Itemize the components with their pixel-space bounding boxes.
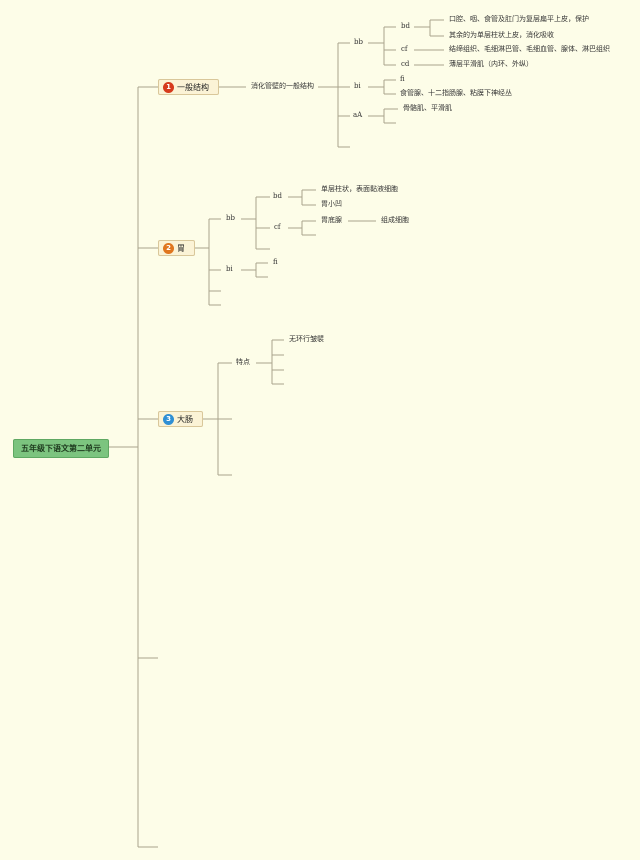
topic-cd-item[interactable]: 薄层平滑肌（内环、外纵） <box>449 60 533 68</box>
topic-bd[interactable]: bd <box>401 22 410 30</box>
topic-bi-item[interactable]: 食管腺、十二指肠腺、粘膜下神经丛 <box>400 89 512 97</box>
topic-component-cells[interactable]: 组成细胞 <box>381 216 409 224</box>
topic-fi[interactable]: fi <box>400 75 405 83</box>
topic-bd[interactable]: bd <box>273 192 282 200</box>
topic-fi[interactable]: fi <box>273 258 278 266</box>
topic-cf[interactable]: cf <box>401 45 408 53</box>
topic-features[interactable]: 特点 <box>236 358 250 366</box>
root-node[interactable]: 五年级下语文第二单元 <box>13 439 109 458</box>
branch-label: 胃 <box>177 243 185 253</box>
topic-bd-item-1[interactable]: 口腔、咽、食管及肛门为复层扁平上皮，保护 <box>449 15 589 23</box>
topic-cd[interactable]: cd <box>401 60 410 68</box>
branch-label: 一般结构 <box>177 82 209 92</box>
topic-cf-item[interactable]: 结缔组织、毛细淋巴管、毛细血管、腺体、淋巴组织 <box>449 45 610 53</box>
topic-wall-structure[interactable]: 消化管壁的一般结构 <box>251 82 314 90</box>
number-badge: 3 <box>163 413 174 425</box>
topic-bb[interactable]: bb <box>354 38 363 46</box>
topic-fundic-gland[interactable]: 胃底腺 <box>321 216 342 224</box>
number-badge: 1 <box>163 81 174 93</box>
topic-bb[interactable]: bb <box>226 214 235 222</box>
topic-cf[interactable]: cf <box>274 223 281 231</box>
branch-general-structure[interactable]: 1 一般结构 <box>158 79 219 95</box>
topic-bi[interactable]: bi <box>226 265 233 273</box>
topic-bi[interactable]: bi <box>354 82 361 90</box>
branch-stomach[interactable]: 2 胃 <box>158 240 195 256</box>
number-badge: 2 <box>163 242 174 254</box>
topic-bd-item-1[interactable]: 单层柱状，表面黏液细胞 <box>321 185 398 193</box>
branch-label: 大肠 <box>177 414 193 424</box>
topic-aA[interactable]: aA <box>353 111 363 119</box>
topic-bd-item-2[interactable]: 胃小凹 <box>321 200 342 208</box>
branch-large-intestine[interactable]: 3 大肠 <box>158 411 203 427</box>
topic-no-circular-folds[interactable]: 无环行皱襞 <box>289 335 324 343</box>
topic-bd-item-2[interactable]: 其余的为单层柱状上皮，消化吸收 <box>449 31 554 39</box>
topic-aA-item[interactable]: 骨骼肌、平滑肌 <box>403 104 452 112</box>
